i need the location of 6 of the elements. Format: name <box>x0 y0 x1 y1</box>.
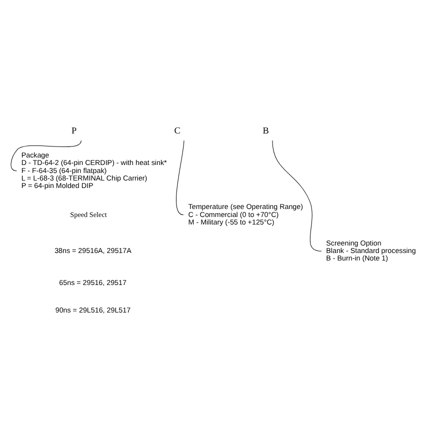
node-text: B <box>262 125 269 135</box>
node-text: C <box>174 125 180 135</box>
node-text: P <box>71 125 77 135</box>
connector <box>272 140 322 251</box>
connector <box>176 140 184 215</box>
connector <box>10 140 82 171</box>
